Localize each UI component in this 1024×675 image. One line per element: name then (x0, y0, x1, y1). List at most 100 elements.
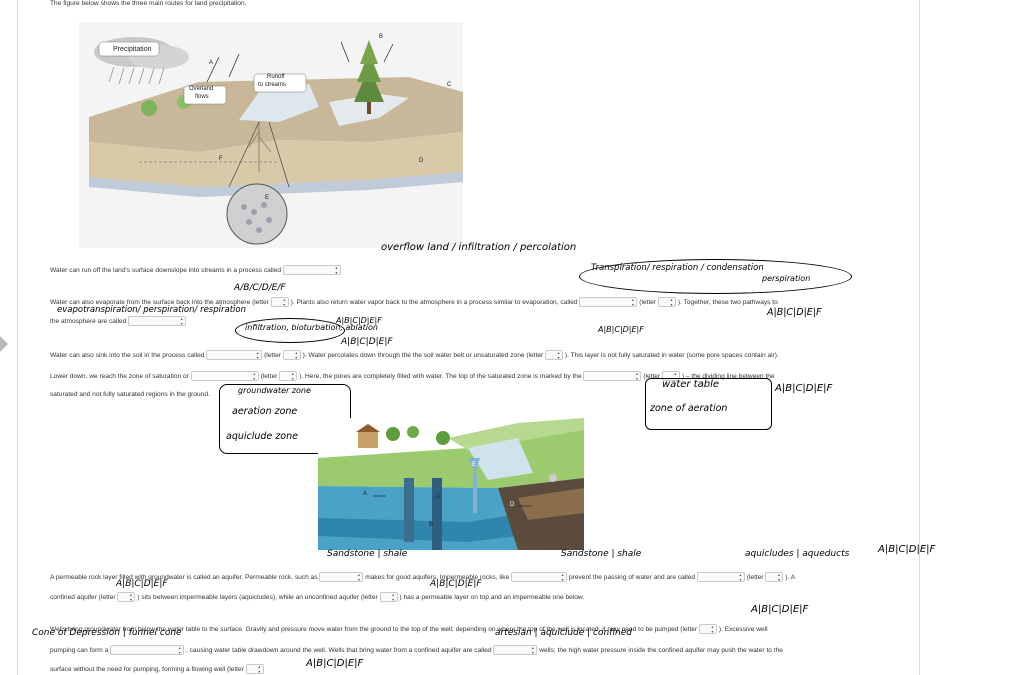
q4-line2: saturated and not fully saturated region… (50, 391, 210, 398)
q2-text-1: Water can also evaporate from the surfac… (50, 298, 269, 306)
q5-line2: confined aquifer (letter ) sits between … (50, 592, 584, 602)
handwriting-box-water-table (645, 378, 772, 430)
page-border-left (17, 0, 18, 675)
q3-text-2: (letter (264, 351, 281, 359)
handwriting-evapotranspiration: evapotranspiration/ perspiration/ respir… (57, 305, 246, 315)
evapotranspiration-dropdown[interactable] (128, 316, 187, 326)
letter-f: F (219, 156, 223, 162)
handwriting-letters-8: A|B|C|D|E|F (116, 579, 168, 589)
artesian-wells-dropdown[interactable] (493, 645, 538, 655)
aquiclude-dropdown[interactable] (696, 572, 745, 582)
saturation-zone-dropdown[interactable] (190, 371, 259, 381)
transpiration-letter-dropdown[interactable] (658, 297, 676, 307)
handwriting-letters-2: A|B|C|D|E|F (767, 307, 822, 318)
water-table-dropdown[interactable] (583, 371, 642, 381)
q6-text-4: , causing water table drawdown around th… (185, 646, 492, 654)
handwriting-letters-10: A|B|C|D|E|F (751, 604, 809, 615)
aquifer-diagram (318, 418, 584, 550)
infiltration-letter-dropdown[interactable] (282, 350, 301, 360)
unconfined-aquifer-letter-dropdown[interactable] (379, 592, 398, 602)
aquifer-figure: A B C D E (318, 418, 584, 550)
q6-text-2: ). Excessive well (718, 625, 768, 633)
q3-text-1: Water can also sink into the soil in the… (50, 351, 205, 359)
confined-aquifer-letter-dropdown[interactable] (117, 592, 136, 602)
expand-arrow-icon[interactable] (0, 336, 8, 352)
hydrology-diagram (79, 22, 463, 248)
q6-text-1: Wells bring groundwater from below the w… (50, 625, 698, 633)
handwriting-letters-6: A|B|C|D|E|F (775, 383, 833, 394)
q5-text-3: prevent the passing of water and are cal… (568, 573, 696, 581)
handwriting-letters-1: A/B/C/D/E/F (234, 283, 286, 293)
q3-line: Water can also sink into the soil in the… (50, 350, 779, 360)
handwriting-aquiclude: aquiclude zone (226, 431, 298, 442)
handwriting-letters-4: A|B|C|D|E|F (598, 325, 644, 334)
infiltration-dropdown[interactable] (206, 350, 263, 360)
q6-text-3: pumping can form a (50, 646, 109, 654)
handwriting-overflow: overflow land / infiltration / percolati… (381, 242, 577, 253)
handwriting-aquicludes: aquicludes | aqueducts (745, 549, 850, 559)
handwriting-sandstone-1: Sandstone | shale (327, 549, 408, 559)
handwriting-aeration: aeration zone (232, 406, 298, 417)
q4-text-5: ) – the dividing line between the (681, 372, 775, 380)
handwriting-artesian: artesian | aquiclude | confined (495, 628, 632, 638)
handwriting-sandstone-2: Sandstone | shale (561, 549, 642, 559)
water-table-letter-dropdown[interactable] (662, 371, 681, 381)
q5-text-8: ) has a permeable layer on top and an im… (399, 593, 585, 601)
flows-label: flows (195, 94, 209, 100)
q1-label: Water can run off the land's surface dow… (50, 266, 282, 274)
overland-label: Overland (189, 86, 214, 92)
aquiclude-letter-dropdown[interactable] (765, 572, 784, 582)
cone-of-depression-dropdown[interactable] (110, 645, 185, 655)
q6-line3: surface without the need for pumping, fo… (50, 664, 264, 674)
letter-d: D (419, 158, 424, 164)
to-streams-label: to streams (258, 82, 287, 88)
saturation-letter-dropdown[interactable] (279, 371, 298, 381)
q5-text-1: A permeable rock layer filled with groun… (50, 573, 318, 581)
handwriting-cone-of-depression: Cone of Depression | funnel cone (32, 628, 182, 638)
q4-line1: Lower down, we reach the zone of saturat… (50, 371, 775, 381)
flowing-well-letter-dropdown[interactable] (245, 664, 264, 674)
q6-line1: Wells bring groundwater from below the w… (50, 624, 768, 634)
handwriting-circle-infiltration (235, 318, 345, 343)
pumped-letter-dropdown[interactable] (699, 624, 717, 634)
aquifer-letter-d: D (510, 502, 515, 508)
handwriting-letters-5: A|B|C|D|E|F (341, 337, 393, 347)
handwriting-letters-11: A|B|C|D|E|F (306, 658, 364, 669)
handwriting-letters-9: A|B|C|D|E|F (430, 579, 482, 589)
letter-b: B (379, 34, 384, 40)
aquifer-letter-b: B (429, 522, 434, 528)
q5-text-7: ) sits between impermeable layers (aquic… (137, 593, 378, 601)
transpiration-dropdown[interactable] (579, 297, 638, 307)
runoff-process-dropdown[interactable] (282, 265, 341, 275)
q2-text-4: ). Together, these two pathways to (677, 298, 778, 306)
q6-text-5: wells; the high water pressure inside th… (539, 646, 783, 654)
q5-text-6: confined aquifer (letter (50, 593, 116, 601)
impermeable-rock-dropdown[interactable] (511, 572, 568, 582)
handwriting-letters-3: A|B|C|D|E|F (336, 316, 382, 325)
handwriting-letters-7: A|B|C|D|E|F (878, 544, 936, 555)
evaporation-letter-dropdown[interactable] (270, 297, 289, 307)
letter-e: E (265, 195, 270, 201)
handwriting-perspiration: perspiration (762, 274, 811, 283)
q1-text: Water can run off the land's surface dow… (50, 265, 341, 275)
runoff-label: Runoff (267, 74, 285, 80)
handwriting-transpiration: Transpiration/ respiration / condensatio… (591, 263, 764, 273)
letter-a: A (209, 60, 214, 66)
q4-text-1: Lower down, we reach the zone of saturat… (50, 372, 189, 380)
q6-line2: pumping can form a , causing water table… (50, 645, 783, 655)
q5-text-4: (letter (746, 573, 764, 581)
letter-c: C (447, 82, 452, 88)
aquifer-letter-c: C (436, 494, 441, 500)
handwriting-groundwater: groundwater zone (238, 386, 311, 395)
page-border-right (919, 0, 920, 675)
precipitation-label: Precipitation (113, 46, 152, 53)
q2-text-3: (letter (639, 298, 657, 306)
q3-text-3: ). Water percolates down through the the… (302, 351, 544, 359)
unsaturated-zone-letter-dropdown[interactable] (545, 350, 564, 360)
handwriting-water-table: water table (662, 379, 719, 390)
q5-text-2: makes for good aquifers. Impermeable roc… (365, 573, 510, 581)
q3-text-4: ). This layer is not fully saturated in … (564, 351, 779, 359)
permeable-rock-dropdown[interactable] (319, 572, 364, 582)
q2-line2: the atmosphere are called (50, 316, 187, 326)
intro-text: The figure below shows the three main ro… (50, 0, 247, 7)
